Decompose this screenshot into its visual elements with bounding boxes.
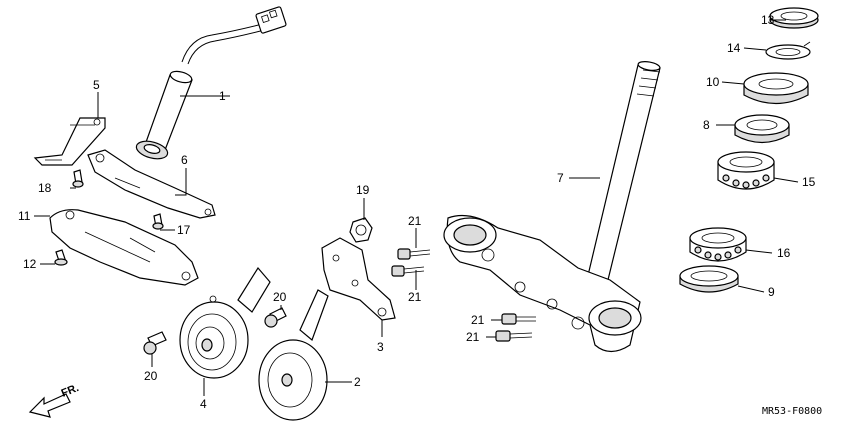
diagram-code: MR53-F0800: [762, 406, 822, 417]
callout-3: 3: [377, 340, 384, 354]
front-label: FR.: [60, 382, 81, 400]
part-2-horn: [258, 289, 329, 421]
callout-9: 9: [768, 285, 775, 299]
callout-4: 4: [200, 397, 207, 411]
callout-17: 17: [177, 223, 191, 237]
callout-1: 1: [219, 89, 226, 103]
bolt-18: [72, 169, 84, 188]
washer-14: [765, 41, 811, 60]
bolt-17: [152, 213, 164, 230]
callout-14: 14: [727, 41, 741, 55]
callout-12: 12: [23, 257, 37, 271]
callout-6: 6: [181, 153, 188, 167]
callout-15: 15: [802, 175, 816, 189]
callout-21-b: 21: [408, 290, 422, 304]
seal-9: [679, 265, 739, 293]
callout-8: 8: [703, 118, 710, 132]
front-direction-arrow: FR.: [28, 382, 81, 418]
bolt-12: [54, 249, 68, 266]
callout-labels: 1 5 6 11 12 17 18 19 21 21 3 2 4 20 20 2…: [18, 13, 816, 411]
bearing-15: [717, 151, 775, 190]
part-6-stay: [87, 149, 216, 219]
callout-11: 11: [18, 209, 31, 223]
callout-16: 16: [777, 246, 791, 260]
callout-7: 7: [557, 171, 564, 185]
callout-20-left: 20: [144, 369, 158, 383]
part-4-horn: [179, 266, 271, 379]
callout-20-right: 20: [273, 290, 287, 304]
callout-2: 2: [354, 375, 361, 389]
bolt-21-lower-a: [501, 313, 536, 325]
callout-5: 5: [93, 78, 100, 92]
part-1-wire-harness: [135, 6, 287, 160]
callout-10: 10: [706, 75, 720, 89]
nut-10: [743, 72, 809, 104]
callout-21-c: 21: [471, 313, 485, 327]
callout-21-a: 21: [408, 214, 422, 228]
seal-8: [734, 114, 790, 144]
callout-13: 13: [761, 13, 775, 27]
bolt-20-right: [264, 307, 287, 328]
nut-13: [769, 7, 819, 29]
bearing-16: [689, 227, 747, 262]
callout-21-d: 21: [466, 330, 480, 344]
bolt-21-lower-b: [495, 330, 533, 342]
part-3-bracket: [321, 237, 396, 321]
callout-18: 18: [38, 181, 52, 195]
part-7-steering-stem: [443, 61, 661, 353]
bolt-21-upper-b: [391, 265, 425, 277]
bolt-21-upper-a: [397, 248, 431, 260]
part-11-plate: [49, 209, 199, 286]
part-5-bracket: [33, 117, 106, 166]
callout-19: 19: [356, 183, 370, 197]
bolt-20-left: [143, 331, 167, 355]
leader-lines: [34, 19, 799, 396]
nut-19: [349, 217, 373, 243]
